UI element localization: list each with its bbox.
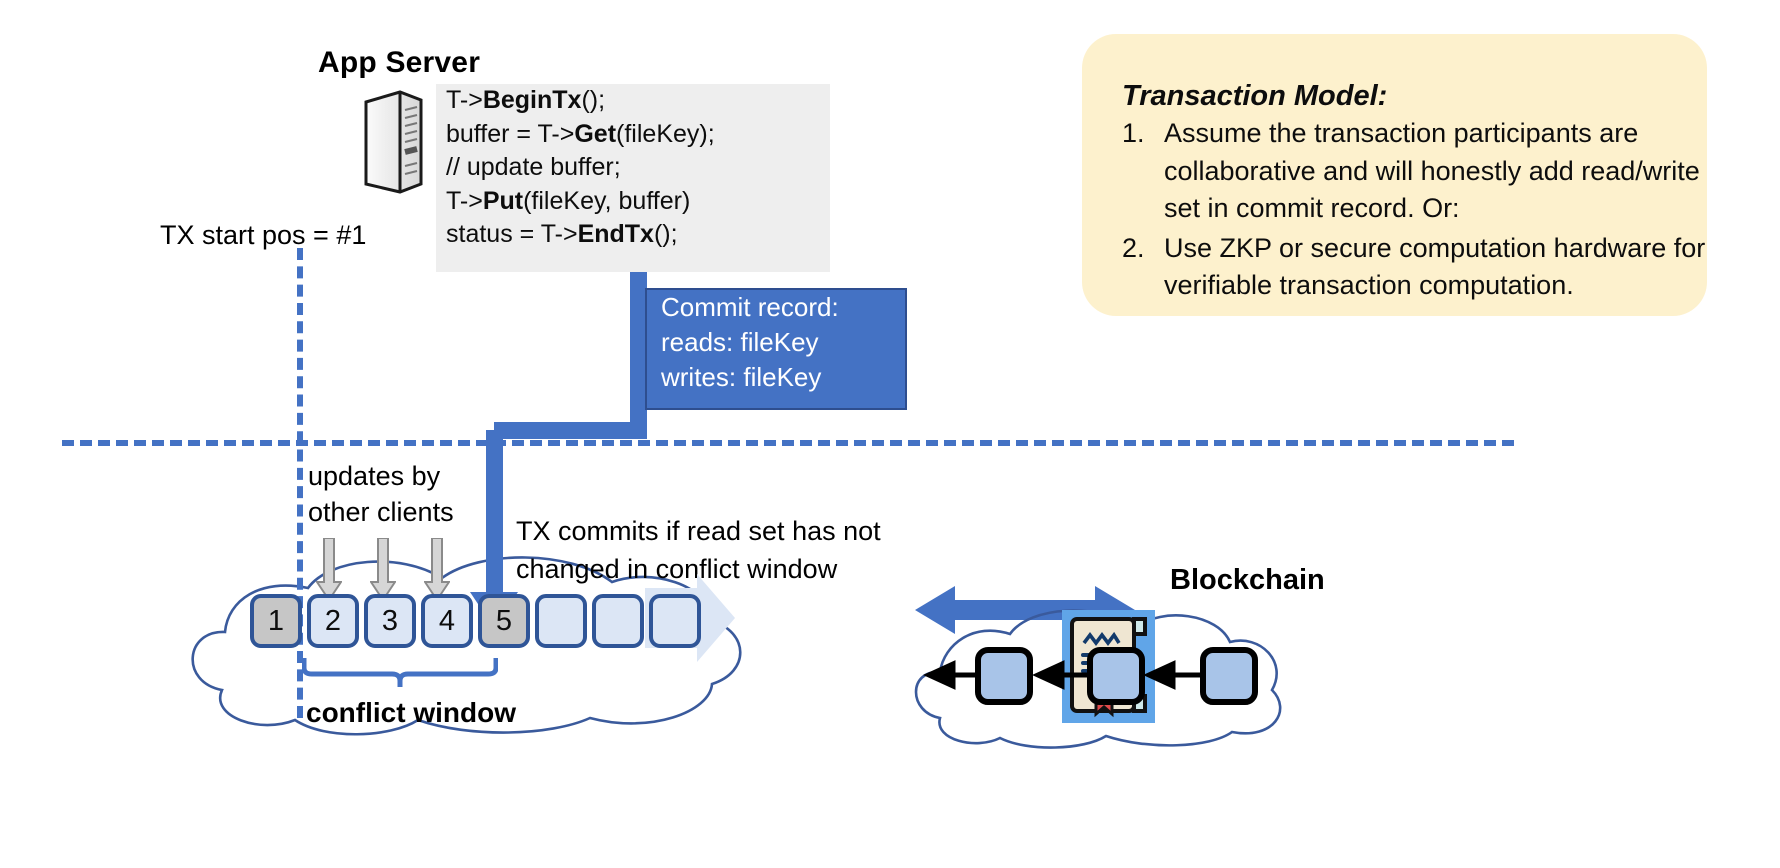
commit-connector-segment (630, 272, 647, 432)
code-snippet-box: T->BeginTx(); buffer = T->Get(fileKey); … (436, 84, 830, 272)
update-arrows-group (316, 538, 450, 602)
transaction-model-title: Transaction Model: (1122, 80, 1388, 112)
conflict-window-label: conflict window (306, 697, 516, 728)
down-arrow-icon (316, 538, 342, 602)
tx-start-dashed-line (297, 248, 303, 718)
blockchain-cloud (914, 609, 1282, 749)
commit-connector-segment (486, 430, 503, 610)
page-title: App Server (318, 46, 481, 79)
tx-commits-condition-label: TX commits if read set has not changed i… (516, 516, 881, 584)
ledger-block[interactable]: 4 (421, 594, 473, 648)
code-line: buffer = T->Get(fileKey); (446, 119, 715, 148)
code-line: // update buffer; (446, 153, 621, 181)
ledger-block[interactable] (535, 594, 587, 648)
updates-by-other-clients-label: updates by other clients (308, 461, 454, 527)
list-text: Assume the transaction participants are … (1164, 118, 1700, 223)
ledger-cloud (191, 556, 742, 736)
code-line: T->Put(fileKey, buffer) (446, 186, 691, 215)
ledger-block[interactable]: 1 (250, 594, 302, 648)
commit-connector-segment (494, 422, 647, 439)
down-arrow-icon (370, 538, 396, 602)
conflict-window-brace-icon (302, 658, 498, 687)
transaction-model-card: Transaction Model: 1. Assume the transac… (1082, 34, 1707, 316)
list-text: Use ZKP or secure computation hardware f… (1164, 232, 1706, 301)
ledger-block[interactable]: 2 (307, 594, 359, 648)
commit-record-line: Commit record: (661, 292, 839, 322)
down-arrow-icon (424, 538, 450, 602)
list-number: 2. (1122, 232, 1145, 263)
bidirectional-arrow-icon (915, 586, 1135, 634)
server-tower-icon (364, 90, 423, 194)
transaction-model-item: 2. Use ZKP or secure computation hardwar… (1082, 230, 1707, 305)
commit-record-box: Commit record: reads: fileKey writes: fi… (645, 288, 907, 410)
blockchain-label: Blockchain (1170, 564, 1325, 596)
ledger-block[interactable]: 3 (364, 594, 416, 648)
ledger-block[interactable] (649, 594, 701, 648)
ledger-block[interactable]: 5 (478, 594, 530, 648)
list-number: 1. (1122, 118, 1145, 148)
ledger-block[interactable] (592, 594, 644, 648)
code-line: status = T->EndTx(); (446, 220, 678, 248)
ledger-block-row: 1 2 3 4 5 (250, 594, 701, 648)
blockchain-block-chain (922, 647, 1258, 705)
tx-start-pos-label: TX start pos = #1 (160, 220, 367, 250)
tier-divider-line (62, 440, 1514, 446)
code-line: T->BeginTx(); (446, 86, 606, 114)
commit-record-line: writes: fileKey (661, 362, 822, 392)
commit-record-line: reads: fileKey (661, 327, 819, 357)
transaction-model-item: 1. Assume the transaction participants a… (1082, 115, 1707, 228)
